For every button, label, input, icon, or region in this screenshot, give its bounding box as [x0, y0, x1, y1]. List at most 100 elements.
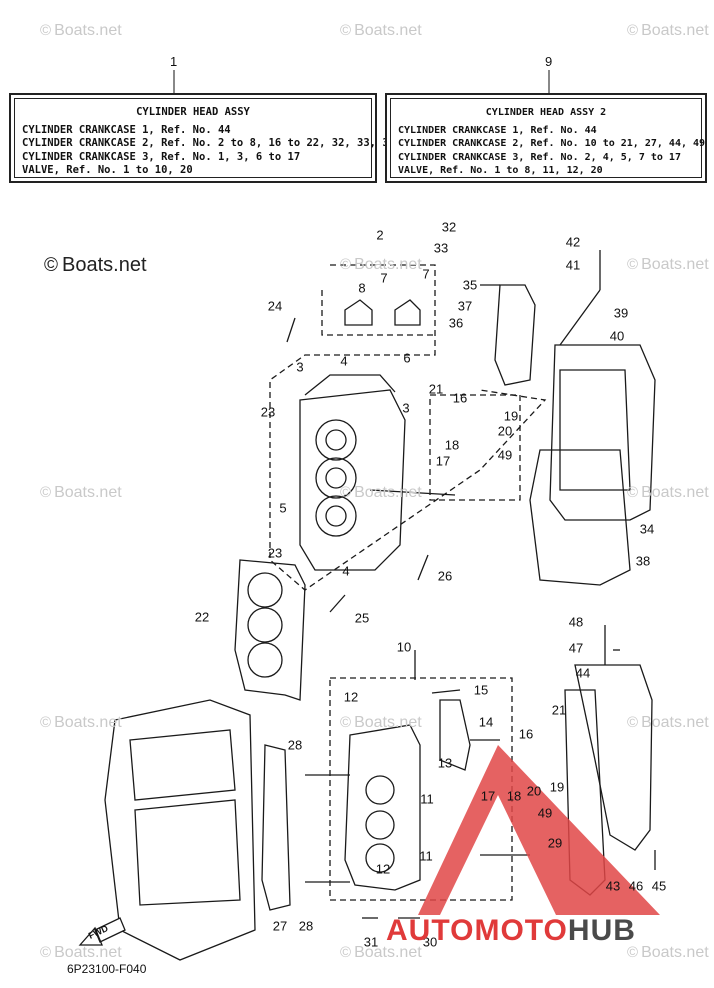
callout-label: 21 [551, 702, 567, 718]
callout-label: 21 [428, 381, 444, 397]
callout-label: 18 [444, 437, 460, 453]
upper-cylinder-head [299, 389, 406, 571]
callout-label: 16 [452, 390, 468, 406]
callout-label: 3 [402, 400, 410, 416]
box9-line: CYLINDER CRANKCASE 1, Ref. No. 44 [398, 125, 597, 137]
callout-label: 8 [358, 280, 366, 296]
callout-label: 5 [279, 500, 287, 516]
fwd-arrow [78, 917, 126, 946]
callout-label: 20 [526, 783, 542, 799]
diagram-code: 6P23100-F040 [67, 962, 147, 976]
bore-1 [315, 419, 357, 461]
callout-label: 22 [194, 609, 210, 625]
callout-label: 41 [565, 257, 581, 273]
callout-label: 49 [537, 805, 553, 821]
bore-3 [315, 495, 357, 537]
box1-line: CYLINDER CRANKCASE 2, Ref. No. 2 to 8, 1… [22, 137, 421, 150]
fwd-label: FWD [86, 923, 110, 941]
callout-label: 43 [605, 878, 621, 894]
callout-label: 2 [376, 227, 384, 243]
box9-line: CYLINDER CRANKCASE 3, Ref. No. 2, 4, 5, … [398, 151, 681, 163]
automotohub-logo: AUTOMOTOHUB [386, 914, 636, 947]
box9-line: CYLINDER CRANKCASE 2, Ref. No. 10 to 21,… [398, 138, 706, 150]
callout-label: 28 [298, 918, 314, 934]
callout-label: 17 [480, 788, 496, 804]
watermark: ©Boats.net [40, 714, 122, 731]
callout-label: 34 [639, 521, 655, 537]
callout-label: 11 [420, 791, 434, 807]
watermark: ©Boats.net [340, 944, 422, 961]
callout-label: 28 [287, 737, 303, 753]
head-cover-upper [549, 344, 656, 521]
callout-label: 32 [441, 219, 457, 235]
box9-number: 9 [545, 54, 553, 69]
box1-number: 1 [170, 54, 178, 69]
callout-label: 33 [433, 240, 449, 256]
head-cover-lower [574, 664, 653, 851]
cylinder-head-assy-2-box: CYLINDER HEAD ASSY 2 CYLINDER CRANKCASE … [385, 93, 707, 183]
callout-label: 16 [518, 726, 534, 742]
callout-label: 44 [575, 665, 591, 681]
lower-head-outline [329, 677, 513, 901]
callout-label: 25 [354, 610, 370, 626]
callout-label: 47 [568, 640, 584, 656]
copyright-notice: ©Boats.net [44, 254, 147, 276]
watermark: ©Boats.net [40, 484, 122, 501]
watermark: ©Boats.net [340, 484, 422, 501]
callout-label: 19 [503, 408, 519, 424]
exhaust-plate [494, 284, 536, 386]
watermark: ©Boats.net [340, 714, 422, 731]
callout-label: 7 [422, 266, 430, 282]
valve-group-outline [429, 394, 521, 501]
callout-label: 27 [272, 918, 288, 934]
callout-label: 30 [422, 934, 438, 950]
callout-label: 14 [478, 714, 494, 730]
callout-label: 3 [296, 359, 304, 375]
watermark: ©Boats.net [40, 944, 122, 961]
cam-caps [344, 299, 421, 326]
upper-head-outline [269, 264, 547, 591]
callout-label: 6 [403, 350, 411, 366]
watermark: ©Boats.net [340, 256, 422, 273]
watermark: ©Boats.net [627, 714, 709, 731]
callout-label: 15 [473, 682, 489, 698]
lower-gasket [261, 744, 291, 911]
callout-label: 20 [497, 423, 513, 439]
bore-2 [315, 457, 357, 499]
callout-label: 18 [506, 788, 522, 804]
lower-cylinder-head [344, 724, 421, 891]
watermark: ©Boats.net [40, 22, 122, 39]
crankcase-block [104, 699, 256, 961]
watermark: ©Boats.net [627, 22, 709, 39]
callout-label: 12 [343, 689, 359, 705]
box1-title: CYLINDER HEAD ASSY [136, 106, 250, 118]
callout-label: 38 [635, 553, 651, 569]
callout-label: 4 [342, 563, 350, 579]
callout-label: 7 [380, 270, 388, 286]
callout-label: 46 [628, 878, 644, 894]
callout-label: 49 [497, 447, 513, 463]
cylinder-head-assy-box: CYLINDER HEAD ASSY CYLINDER CRANKCASE 1,… [9, 93, 421, 183]
callout-label: 48 [568, 614, 584, 630]
callout-label: 11 [419, 848, 433, 864]
callout-label: 39 [613, 305, 629, 321]
watermark: ©Boats.net [627, 484, 709, 501]
callout-label: 17 [435, 453, 451, 469]
callout-label: 4 [340, 353, 348, 369]
callout-label: 13 [437, 755, 453, 771]
callout-label: 35 [462, 277, 478, 293]
callout-label: 19 [549, 779, 565, 795]
callout-label: 31 [363, 934, 379, 950]
watermark: ©Boats.net [627, 944, 709, 961]
callout-label: 23 [260, 404, 276, 420]
callout-label: 40 [609, 328, 625, 344]
callout-label: 12 [375, 861, 391, 877]
box1-line: CYLINDER CRANKCASE 1, Ref. No. 44 [22, 124, 231, 137]
callout-label: 42 [565, 234, 581, 250]
watermark: ©Boats.net [627, 256, 709, 273]
box1-line: VALVE, Ref. No. 1 to 10, 20 [22, 163, 193, 176]
callout-label: 29 [547, 835, 563, 851]
callout-label: 24 [267, 298, 283, 314]
callout-label: 26 [437, 568, 453, 584]
